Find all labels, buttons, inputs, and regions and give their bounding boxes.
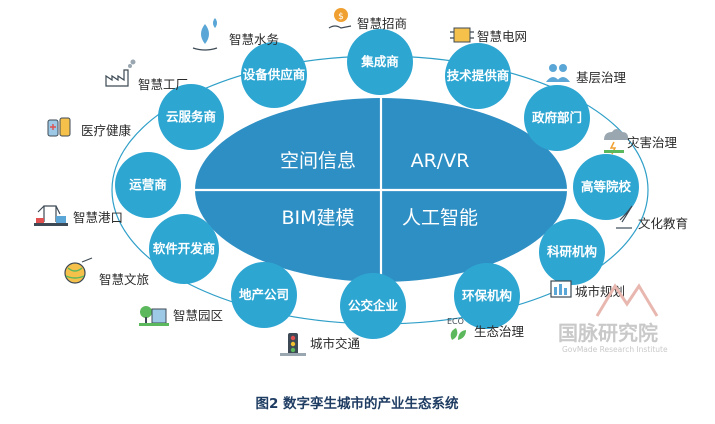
- node-label: 集成商: [360, 54, 399, 69]
- application-label: 生态治理: [474, 324, 525, 339]
- application-item: 医疗健康: [47, 117, 132, 138]
- application-label: 文化教育: [638, 216, 688, 231]
- node-label: 技术提供商: [447, 68, 510, 83]
- watermark-logo: 国脉研究院 GovMade Research Institute: [558, 283, 668, 354]
- application-label: 智慧工厂: [138, 77, 188, 92]
- node-label: 地产公司: [239, 287, 289, 302]
- chip-icon: [450, 27, 474, 43]
- node-label: 云服务商: [166, 109, 216, 124]
- node: 云服务商: [158, 84, 224, 150]
- core-ellipse: 空间信息 AR/VR BIM建模 人工智能: [195, 98, 567, 282]
- application-label: 基层治理: [576, 70, 627, 85]
- eco-leaf-icon: ECO: [447, 317, 466, 340]
- application-label: 智慧园区: [173, 308, 223, 323]
- core-quadrant-label: AR/VR: [411, 150, 470, 172]
- application-item: 智慧港口: [34, 205, 123, 226]
- application-label: 医疗健康: [81, 123, 132, 138]
- application-item: 智慧工厂: [105, 59, 188, 92]
- application-item: 城市交通: [280, 333, 361, 356]
- node-label: 环保机构: [462, 288, 512, 303]
- storm-cloud-icon: [604, 129, 629, 155]
- application-label: 智慧水务: [229, 32, 279, 47]
- node: 技术提供商: [445, 43, 511, 109]
- node: 运营商: [115, 152, 181, 218]
- application-item: $ 智慧招商: [328, 8, 407, 31]
- money-hand-icon: $: [328, 8, 352, 29]
- city-map-icon: [550, 280, 572, 298]
- node: 科研机构: [539, 219, 605, 285]
- application-label: 智慧电网: [477, 29, 527, 44]
- application-item: 智慧电网: [450, 27, 527, 44]
- core-quadrant-label: BIM建模: [281, 207, 354, 229]
- application-label: 城市交通: [310, 336, 361, 351]
- node: 公交企业: [340, 273, 406, 339]
- application-item: 智慧文旅: [64, 257, 149, 287]
- node-label: 高等院校: [581, 179, 632, 194]
- application-item: ECO 生态治理: [447, 317, 525, 340]
- park-icon: [139, 306, 169, 326]
- node: 政府部门: [524, 85, 590, 151]
- watermark-en: GovMade Research Institute: [562, 345, 668, 354]
- water-drops-icon: [192, 18, 218, 51]
- application-item: 智慧水务: [192, 18, 279, 51]
- medical-bottles-icon: [47, 117, 71, 137]
- node: 高等院校: [573, 154, 639, 220]
- application-label: 灾害治理: [627, 135, 678, 150]
- application-item: 灾害治理: [604, 129, 678, 155]
- svg-text:ECO: ECO: [447, 317, 464, 326]
- node: 集成商: [347, 29, 413, 95]
- factory-icon: [105, 59, 136, 87]
- core-quadrant-label: 人工智能: [402, 207, 478, 229]
- node: 地产公司: [231, 262, 297, 328]
- figure-caption: 图2 数字孪生城市的产业生态系统: [255, 395, 459, 412]
- node: 环保机构: [454, 263, 520, 329]
- traffic-light-icon: [280, 333, 306, 356]
- application-item: 文化教育: [616, 205, 688, 231]
- node-label: 软件开发商: [153, 241, 216, 256]
- travel-globe-icon: [64, 257, 93, 284]
- port-crane-icon: [34, 205, 68, 226]
- node-label: 科研机构: [547, 244, 597, 259]
- core-quadrant-label: 空间信息: [280, 150, 356, 172]
- application-item: 智慧园区: [139, 306, 223, 326]
- application-item: 基层治理: [546, 64, 627, 85]
- node-label: 政府部门: [532, 110, 582, 125]
- node: 设备供应商: [241, 42, 307, 108]
- application-label: 智慧招商: [357, 16, 407, 31]
- quill-book-icon: [616, 205, 633, 229]
- node-label: 设备供应商: [243, 67, 306, 82]
- application-label: 智慧文旅: [99, 272, 149, 287]
- node-label: 运营商: [129, 177, 167, 192]
- svg-text:$: $: [338, 12, 344, 22]
- application-label: 智慧港口: [73, 210, 123, 225]
- node-label: 公交企业: [348, 298, 399, 313]
- people-icon: [546, 64, 570, 82]
- watermark-cn: 国脉研究院: [558, 321, 658, 345]
- node: 软件开发商: [149, 214, 219, 284]
